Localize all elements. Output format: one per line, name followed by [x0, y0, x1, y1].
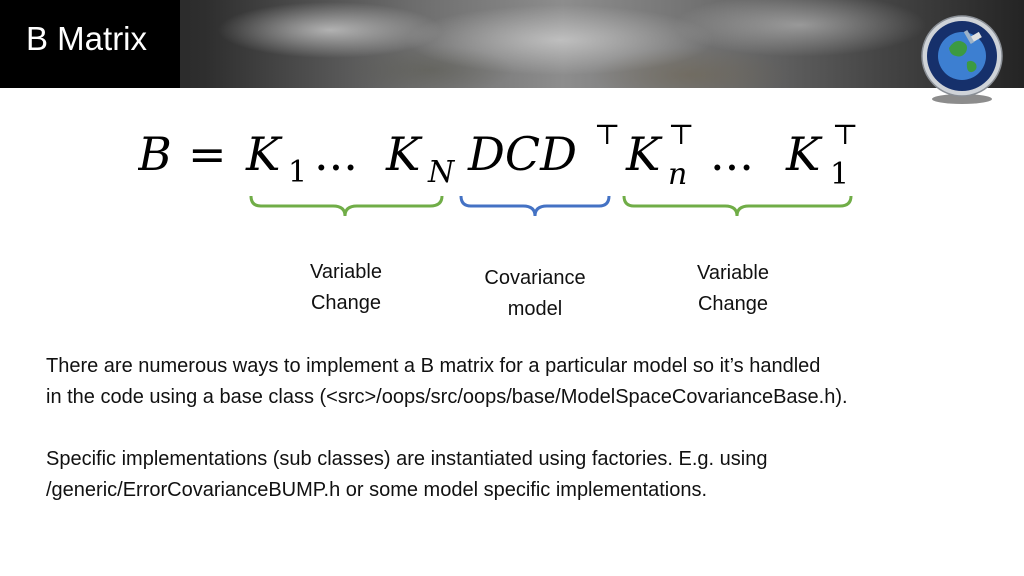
formula-brackets [249, 195, 853, 217]
formula-k1: K [245, 127, 283, 181]
paragraph-1-line-1: There are numerous ways to implement a B… [46, 355, 821, 377]
formula-b: B [138, 127, 172, 181]
formula-k1-sub: 1 [288, 155, 307, 190]
left-bracket [249, 195, 444, 217]
paragraph-1-line-2: in the code using a base class (<src>/oo… [46, 386, 848, 408]
label-covariance-model: Covariance model [464, 263, 606, 325]
label-left-line1: Variable [310, 261, 382, 283]
formula-transpose-d: ⊤ [594, 118, 620, 151]
title-box [0, 0, 180, 88]
label-middle-line1: Covariance [484, 267, 586, 289]
label-variable-change-left: Variable Change [286, 257, 406, 319]
b-matrix-formula: B = K 1 ... K N DCD ⊤ K ⊤ n ... K ⊤ 1 [138, 118, 858, 192]
formula-kn-t: K [625, 127, 663, 181]
formula-k1-t-sub: 1 [830, 157, 849, 192]
paragraph-factories: Specific implementations (sub classes) a… [46, 444, 996, 506]
satellite-logo-icon [921, 15, 1003, 104]
formula-kn-sub: N [427, 155, 456, 190]
label-left-line2: Change [310, 292, 382, 314]
formula-k1-t: K [785, 127, 823, 181]
label-middle-line2: model [507, 298, 563, 320]
formula-kn: K [385, 127, 423, 181]
formula-dcd: DCD [467, 127, 577, 181]
formula-transpose-k1: ⊤ [832, 118, 858, 151]
formula-dots-right: ... [710, 127, 754, 181]
paragraph-2-line-1: Specific implementations (sub classes) a… [46, 448, 768, 470]
paragraph-2-line-2: /generic/ErrorCovarianceBUMP.h or some m… [46, 479, 708, 501]
middle-bracket [459, 195, 611, 217]
label-right-line2: Change [697, 293, 769, 315]
paragraph-base-class: There are numerous ways to implement a B… [46, 351, 996, 413]
label-variable-change-right: Variable Change [673, 258, 793, 320]
page-title: B Matrix [26, 20, 148, 57]
formula-kn-t-sub: n [668, 157, 687, 192]
formula-dots-left: ... [314, 127, 358, 181]
right-bracket [622, 195, 853, 217]
label-right-line1: Variable [697, 262, 769, 284]
formula-equals: = [188, 127, 227, 181]
formula-transpose-kn: ⊤ [668, 118, 694, 151]
